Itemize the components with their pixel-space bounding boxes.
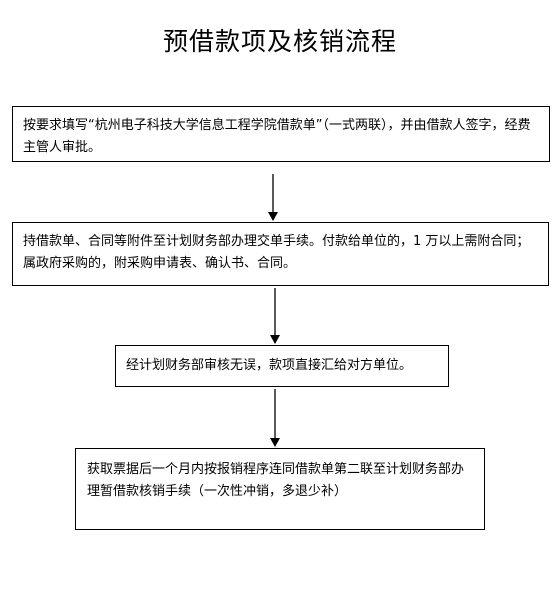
- step-4-box: 获取票据后一个月内按报销程序连同借款单第二联至计划财务部办理暂借款核销手续（一次…: [75, 448, 485, 530]
- step-1-box: 按要求填写“杭州电子科技大学信息工程学院借款单”（一式两联），并由借款人签字，经…: [12, 106, 550, 162]
- step-4-text: 获取票据后一个月内按报销程序连同借款单第二联至计划财务部办理暂借款核销手续（一次…: [87, 462, 465, 499]
- step-2-box: 持借款单、合同等附件至计划财务部办理交单手续。付款给单位的，1 万以上需附合同；…: [12, 222, 549, 286]
- step-3-text: 经计划财务部审核无误，款项直接汇给对方单位。: [126, 358, 413, 373]
- page-title: 预借款项及核销流程: [162, 27, 397, 56]
- step-2-text: 持借款单、合同等附件至计划财务部办理交单手续。付款给单位的，1 万以上需附合同；…: [23, 234, 530, 271]
- step-3-box: 经计划财务部审核无误，款项直接汇给对方单位。: [115, 345, 449, 387]
- step-1-text: 按要求填写“杭州电子科技大学信息工程学院借款单”（一式两联），并由借款人签字，经…: [23, 118, 531, 155]
